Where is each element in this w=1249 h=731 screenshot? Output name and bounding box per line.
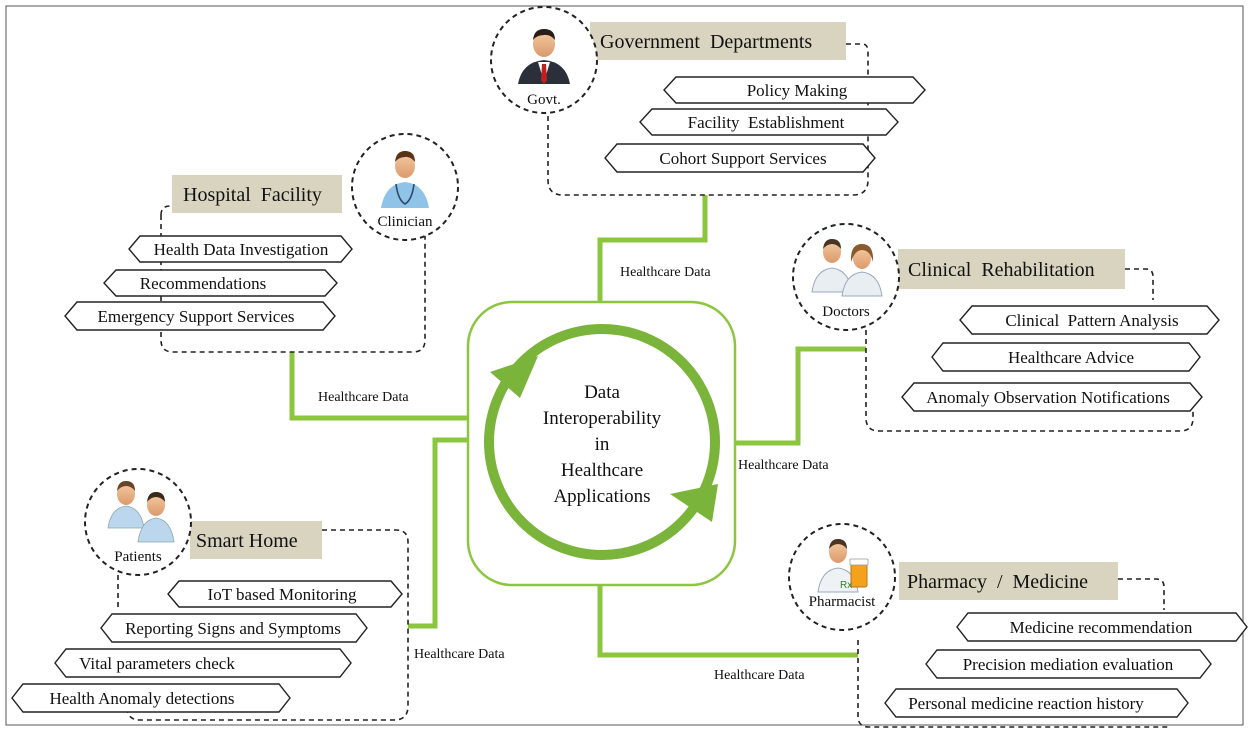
smarthome-item-1: [167, 580, 403, 608]
connector-label-smarthome: Healthcare Data: [414, 647, 505, 662]
pharmacy-actor: Pharmacist: [809, 594, 876, 610]
smarthome-header: [190, 521, 322, 559]
smarthome-item-4-label: Health Anomaly detections: [49, 689, 234, 708]
clinical-dashed-frame: [865, 330, 1194, 432]
hospital-item-2: [103, 269, 338, 297]
node-clinical: Clinical Rehabilitation Doctors Clinical…: [792, 223, 1220, 432]
hospital-item-1-label: Health Data Investigation: [154, 240, 329, 259]
connectors: [289, 195, 866, 658]
node-pharmacy: Pharmacy / Medicine Rx Pharmacist Medici…: [788, 523, 1248, 728]
connector-label-government: Healthcare Data: [620, 265, 711, 280]
outer-frame: [5, 5, 1244, 726]
hub-line-2: Interoperability: [543, 408, 662, 429]
government-actor: Govt.: [527, 92, 561, 108]
connector-clinical: [735, 346, 866, 446]
hub-line-4: Healthcare: [561, 460, 643, 481]
government-item-2: [639, 108, 899, 136]
pharmacy-item-2-label: Precision mediation evaluation: [963, 655, 1174, 674]
pharmacy-header: [899, 562, 1118, 600]
connector-government: [597, 195, 708, 302]
cycle-ring: [484, 324, 720, 560]
node-hospital: Hospital Facility Clinician Health Data …: [64, 133, 459, 353]
pharmacy-title: Pharmacy / Medicine: [907, 571, 1088, 593]
businessman-icon: [518, 29, 570, 84]
connector-hospital: [289, 352, 468, 421]
hospital-header: [172, 175, 342, 213]
clinical-items: Clinical Pattern Analysis Healthcare Adv…: [901, 305, 1220, 412]
smarthome-item-1-label: IoT based Monitoring: [208, 585, 357, 604]
smarthome-item-3-label: Vital parameters check: [79, 654, 235, 673]
connector-label-clinical: Healthcare Data: [738, 458, 829, 473]
clinical-item-1: [959, 305, 1220, 335]
connector-label-hospital: Healthcare Data: [318, 390, 409, 405]
smarthome-item-2-label: Reporting Signs and Symptoms: [125, 619, 341, 638]
hospital-items: Health Data Investigation Recommendation…: [64, 235, 353, 331]
clinical-item-3: [901, 382, 1203, 412]
hospital-item-3-label: Emergency Support Services: [97, 307, 294, 326]
pharmacy-item-3: [884, 688, 1189, 718]
smarthome-item-4: [11, 683, 291, 713]
government-title: Government Departments: [600, 31, 812, 53]
svg-text:Rx: Rx: [840, 580, 852, 591]
node-smarthome: Smart Home Patients IoT based Monitoring…: [11, 468, 409, 721]
government-header: [590, 22, 846, 60]
smarthome-title: Smart Home: [196, 530, 298, 552]
clinical-header: [898, 249, 1125, 289]
connector-smarthome: [408, 437, 468, 629]
hospital-item-3: [64, 301, 336, 331]
government-item-1-label: Policy Making: [747, 81, 848, 100]
smarthome-items: IoT based Monitoring Reporting Signs and…: [11, 580, 403, 713]
government-item-1: [663, 76, 926, 104]
government-item-3-label: Cohort Support Services: [659, 149, 826, 168]
hospital-item-1: [128, 235, 353, 263]
hub-line-3: in: [595, 434, 610, 455]
doctors-icon: [811, 239, 883, 297]
clinical-item-1-label: Clinical Pattern Analysis: [1005, 311, 1178, 330]
pharmacy-item-1-label: Medicine recommendation: [1010, 618, 1193, 637]
government-dashed-frame: [547, 80, 869, 196]
smarthome-item-3: [54, 648, 352, 678]
clinical-item-2-label: Healthcare Advice: [1008, 348, 1134, 367]
clinical-actor: Doctors: [822, 304, 870, 320]
pharmacy-items: Medicine recommendation Precision mediat…: [884, 612, 1248, 718]
connector-labels: Healthcare Data Healthcare Data Healthca…: [318, 265, 829, 683]
hub-line-1: Data: [584, 382, 620, 403]
central-hub: Data Interoperability in Healthcare Appl…: [466, 300, 737, 587]
connector-label-pharmacy: Healthcare Data: [714, 668, 805, 683]
node-government: Government Departments Govt. Policy Maki…: [490, 6, 926, 196]
smarthome-item-2: [100, 613, 368, 643]
clinical-item-2: [931, 342, 1201, 372]
hospital-actor: Clinician: [378, 214, 433, 230]
clinical-item-3-label: Anomaly Observation Notifications: [926, 388, 1170, 407]
smarthome-actor: Patients: [114, 549, 162, 565]
pharmacy-item-3-label: Personal medicine reaction history: [908, 694, 1144, 713]
hub-line-5: Applications: [553, 486, 650, 507]
pharmacist-icon: Rx: [817, 539, 869, 593]
smarthome-dashed-frame: [126, 529, 409, 721]
clinical-title: Clinical Rehabilitation: [908, 259, 1095, 281]
hospital-item-2-label: Recommendations: [140, 274, 267, 293]
government-items: Policy Making Facility Establishment Coh…: [604, 76, 926, 173]
cycle-arrow-bottom-right-icon: [670, 484, 718, 522]
connector-pharmacy: [597, 585, 858, 658]
patients-icon: [107, 481, 175, 543]
cycle-arrow-top-left-icon: [490, 356, 538, 398]
hub-box: [466, 300, 737, 587]
pharmacy-item-1: [956, 612, 1248, 642]
government-item-3: [604, 143, 876, 173]
government-item-2-label: Facility Establishment: [688, 113, 845, 132]
pharmacy-item-2: [925, 649, 1212, 679]
hospital-dashed-frame: [160, 215, 426, 353]
hospital-title: Hospital Facility: [183, 184, 322, 206]
pharmacy-dashed-frame: [857, 640, 1170, 728]
clinician-icon: [381, 151, 429, 208]
